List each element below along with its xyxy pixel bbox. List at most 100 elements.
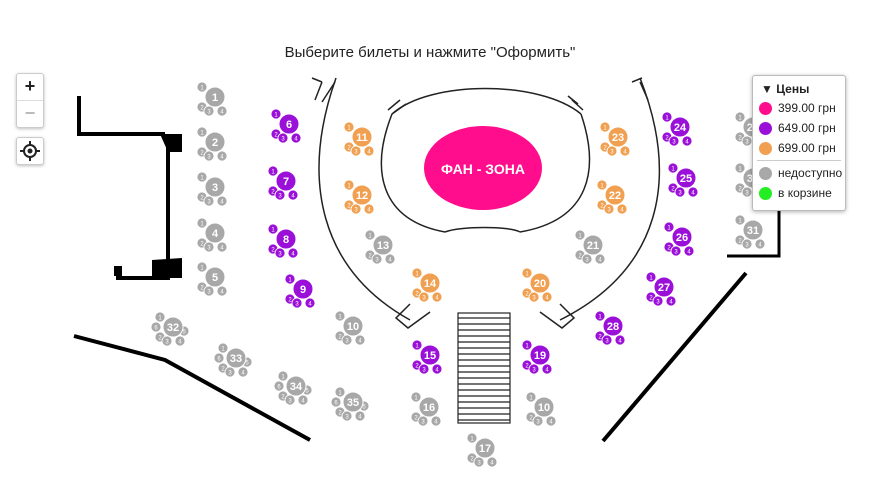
zoom-control: + − [16, 73, 44, 128]
legend-header[interactable]: ▼ Цены [761, 82, 810, 96]
crosshair-icon [20, 141, 40, 161]
seat[interactable] [594, 310, 606, 322]
seat-number: 1 [338, 391, 342, 397]
seat [203, 241, 215, 253]
seat[interactable] [596, 179, 608, 191]
seat-number: 3 [745, 243, 749, 249]
seat[interactable] [287, 189, 299, 201]
seat[interactable] [411, 339, 423, 351]
seat[interactable] [601, 334, 613, 346]
seat[interactable] [284, 273, 296, 285]
zoom-in-button[interactable]: + [24, 76, 36, 96]
seat[interactable] [521, 339, 533, 351]
locate-button[interactable] [16, 137, 44, 165]
seat [334, 386, 346, 398]
seat[interactable] [521, 267, 533, 279]
seat[interactable] [687, 186, 699, 198]
seat[interactable] [674, 186, 686, 198]
seat[interactable] [661, 111, 673, 123]
seat[interactable] [363, 145, 375, 157]
seat[interactable] [350, 203, 362, 215]
fan-zone[interactable]: ФАН - ЗОНА [424, 126, 542, 210]
seat-number: 4 [220, 200, 224, 206]
seat[interactable] [606, 145, 618, 157]
seat[interactable] [683, 245, 695, 257]
seat-number: 4 [241, 371, 245, 377]
seat[interactable] [411, 267, 423, 279]
legend-price-399: 399.00 грн [753, 98, 845, 118]
seat[interactable] [343, 121, 355, 133]
seat[interactable] [267, 165, 279, 177]
seat[interactable] [274, 247, 286, 259]
seat[interactable] [290, 132, 302, 144]
table-circle [275, 228, 297, 250]
pillars [114, 134, 182, 278]
seat[interactable] [670, 245, 682, 257]
seat [525, 391, 537, 403]
seat[interactable] [665, 295, 677, 307]
seat [273, 380, 285, 392]
seat-number: 4 [291, 252, 295, 258]
seat-number: 3 [207, 155, 211, 161]
seat[interactable] [431, 291, 443, 303]
seat [734, 162, 746, 174]
seat[interactable] [681, 135, 693, 147]
seat[interactable] [431, 363, 443, 375]
seat [284, 394, 296, 406]
seat[interactable] [418, 291, 430, 303]
seat[interactable] [663, 221, 675, 233]
seat[interactable] [652, 295, 664, 307]
seat-number: 2 [347, 146, 351, 152]
seat[interactable] [363, 203, 375, 215]
seat[interactable] [267, 223, 279, 235]
table-number: 10 [538, 402, 550, 414]
seat[interactable] [304, 297, 316, 309]
seat[interactable] [274, 189, 286, 201]
seat-number: 4 [178, 340, 182, 346]
seat[interactable] [667, 162, 679, 174]
seat-number: 3 [207, 110, 211, 116]
seat[interactable] [277, 132, 289, 144]
seat[interactable] [645, 271, 657, 283]
seat[interactable] [350, 145, 362, 157]
seat[interactable] [619, 145, 631, 157]
seat[interactable] [343, 179, 355, 191]
seat[interactable] [668, 135, 680, 147]
seat[interactable] [603, 203, 615, 215]
seat[interactable] [599, 121, 611, 133]
seat[interactable] [616, 203, 628, 215]
seat[interactable] [541, 291, 553, 303]
seat[interactable] [291, 297, 303, 309]
seat-number: 3 [278, 194, 282, 200]
seat-number: 4 [434, 420, 438, 426]
seat[interactable] [270, 108, 282, 120]
zoom-out-button[interactable]: − [17, 100, 43, 127]
seat[interactable] [287, 247, 299, 259]
seat[interactable] [541, 363, 553, 375]
seat[interactable] [614, 334, 626, 346]
seat[interactable] [528, 291, 540, 303]
seat[interactable] [528, 363, 540, 375]
seat-number: 3 [288, 399, 292, 405]
table-circle [162, 316, 184, 338]
seat [371, 253, 383, 265]
seat[interactable] [418, 363, 430, 375]
